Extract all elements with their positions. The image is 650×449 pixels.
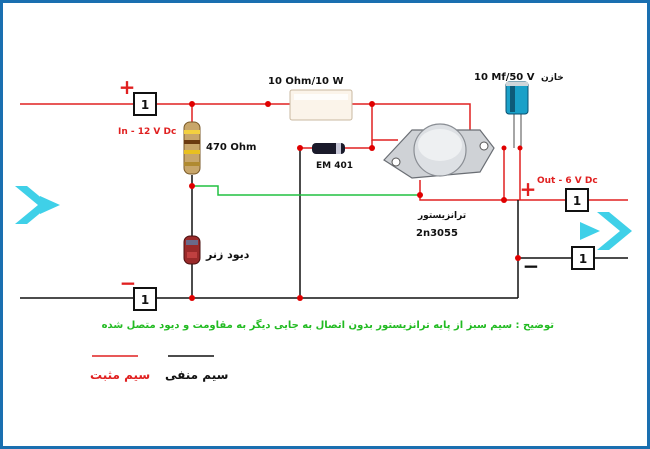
legend-negative-label: سیم منفی <box>165 368 228 382</box>
output-voltage-label: Out - 6 V Dc <box>537 176 598 186</box>
green-base-wire <box>192 185 420 196</box>
junction-nodes <box>189 101 523 301</box>
transistor-part-label: 2n3055 <box>416 228 458 239</box>
em401-diode-icon <box>312 143 345 154</box>
terminal-out-pos-label: 1 <box>573 194 581 208</box>
resistor-470-icon <box>183 104 201 175</box>
resistor-470-label: 470 Ohm <box>206 142 256 153</box>
transistor-2n3055-icon <box>383 123 495 179</box>
input-voltage-label: In - 12 V Dc <box>118 127 176 137</box>
output-arrow-icon <box>597 212 632 250</box>
input-plus-sign: + <box>119 75 136 99</box>
zener-diode-icon <box>183 235 201 265</box>
capacitor-label: 10 Mf/50 V <box>474 72 535 83</box>
capacitor-icon <box>505 81 529 148</box>
input-arrow-tip <box>40 196 60 214</box>
terminal-in-pos-label: 1 <box>141 98 149 112</box>
terminal-in-neg-label: 1 <box>141 293 149 307</box>
green-wire-note: توضیح : سیم سبز از پایه ترانزیستور بدون … <box>102 318 555 331</box>
capacitor-fa-label: خازن <box>541 73 564 83</box>
terminal-out-neg: 1 <box>571 246 595 270</box>
power-resistor-label: 10 Ohm/10 W <box>268 76 344 87</box>
output-minus-sign: − <box>523 254 540 278</box>
em401-label: EM 401 <box>316 161 353 171</box>
terminal-out-neg-label: 1 <box>579 252 587 266</box>
terminal-out-pos: 1 <box>565 188 589 212</box>
transistor-fa-label: ترانزیستور <box>417 211 466 221</box>
output-arrow-tip <box>580 222 600 240</box>
zener-fa-label: دیود زنر <box>205 248 250 261</box>
output-plus-sign: + <box>520 177 537 201</box>
positive-wires <box>20 103 628 201</box>
terminal-in-neg: 1 <box>133 287 157 311</box>
input-minus-sign: − <box>120 271 137 295</box>
legend-positive-label: سیم مثبت <box>90 368 150 382</box>
terminal-in-pos: 1 <box>133 92 157 116</box>
power-resistor-icon <box>289 89 353 121</box>
